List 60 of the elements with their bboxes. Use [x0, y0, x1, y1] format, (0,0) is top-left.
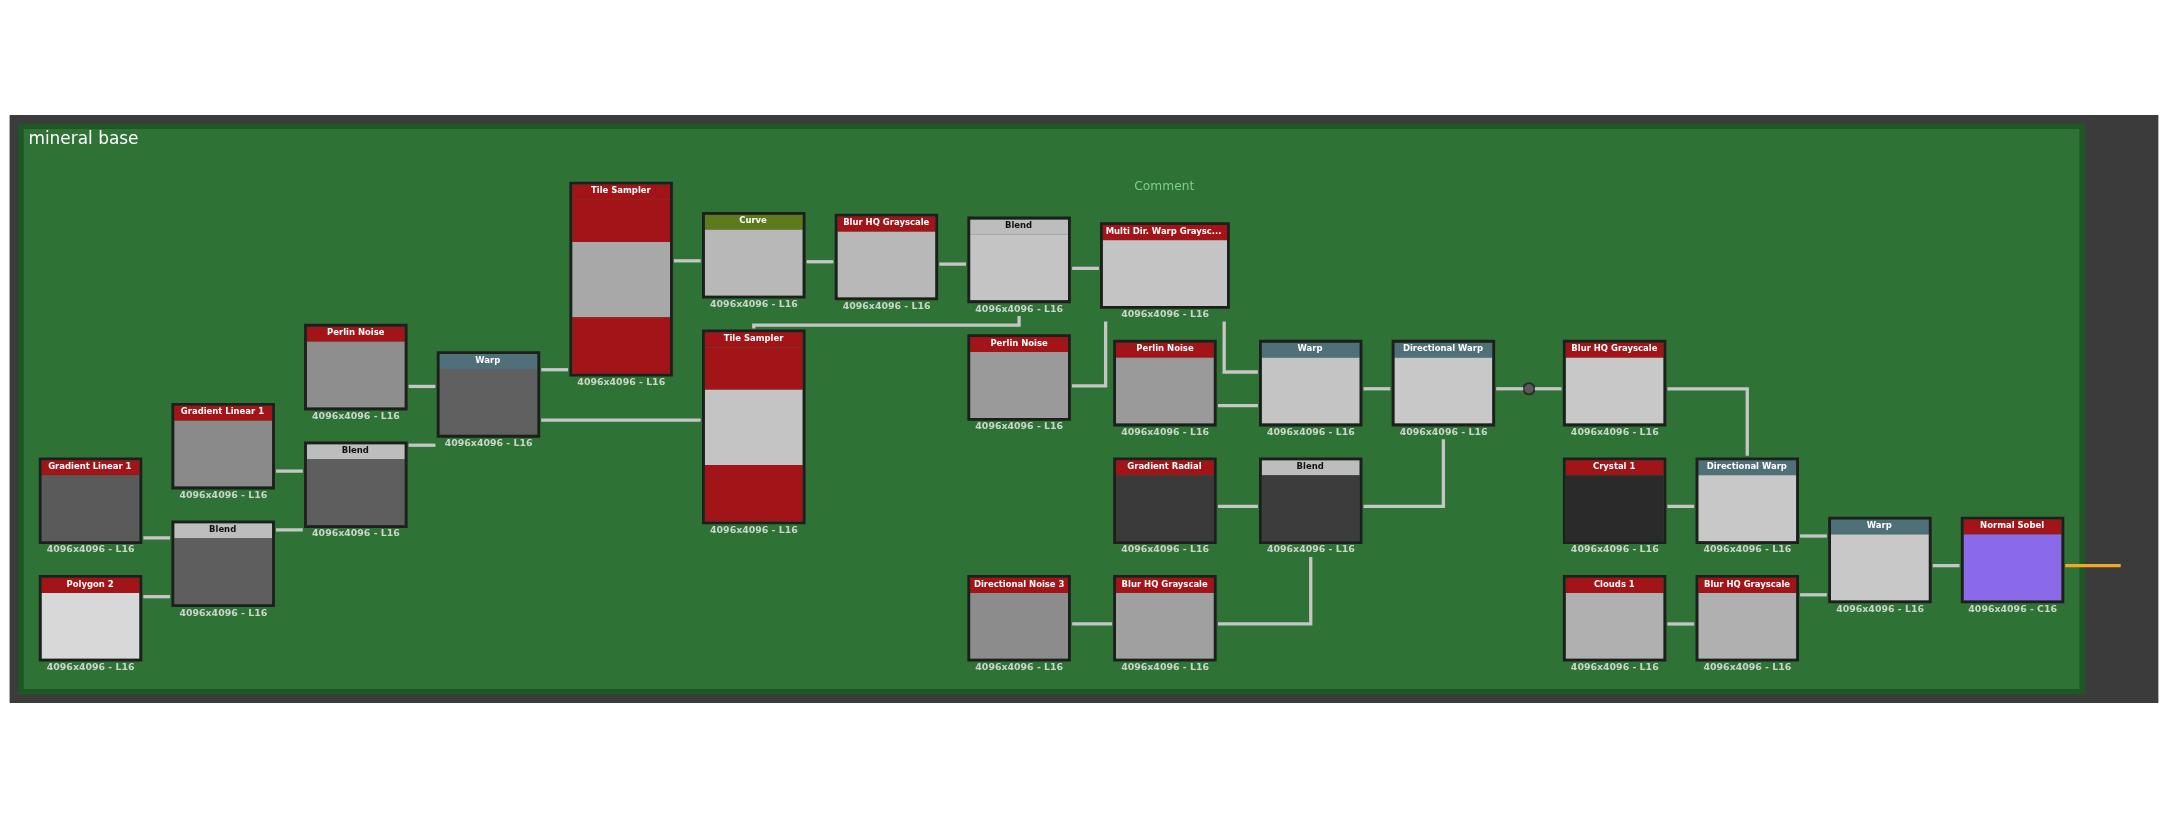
- node-label: 4096x4096 - L16: [1570, 661, 1659, 673]
- node-label: 4096x4096 - L16: [1266, 425, 1355, 437]
- connector: [1496, 387, 1524, 391]
- connector: [1667, 504, 1695, 508]
- node-label: 4096x4096 - L16: [46, 661, 135, 673]
- connector: [1072, 622, 1113, 626]
- node-label: 4096x4096 - L16: [1703, 661, 1792, 673]
- connector: [408, 384, 436, 389]
- connector: [1534, 387, 1562, 391]
- node-label: 4096x4096 - L16: [1570, 543, 1659, 555]
- node-label: 4096x4096 - L16: [1399, 425, 1488, 437]
- connector: [1363, 387, 1391, 391]
- connector: [276, 528, 303, 532]
- connector: [1072, 266, 1099, 270]
- node-label: 4096x4096 - L16: [975, 302, 1064, 314]
- node-label: 4096x4096 - L16: [312, 409, 400, 421]
- connector: [276, 469, 303, 473]
- connector: [673, 259, 701, 263]
- node-label: 4096x4096 - L16: [1121, 543, 1209, 555]
- connector: [1667, 622, 1695, 626]
- connector: [1071, 321, 1108, 388]
- node-label: 4096x4096 - L16: [842, 299, 931, 311]
- node-label: 4096x4096 - L16: [710, 523, 798, 535]
- connector: [1217, 504, 1258, 508]
- node-label: 4096x4096 - L16: [1266, 543, 1355, 555]
- node-circle: [1522, 382, 1536, 396]
- connector: [541, 368, 569, 372]
- connector: [408, 443, 436, 447]
- node-label: 4096x4096 - L16: [577, 376, 666, 388]
- connector: [2065, 564, 2121, 568]
- connector: [143, 595, 171, 599]
- node-label: 4096x4096 - L16: [1703, 543, 1792, 555]
- node-label: 4096x4096 - L16: [444, 437, 533, 449]
- node-label: 4096x4096 - L16: [312, 527, 400, 539]
- node-label: 4096x4096 - L16: [1121, 308, 1209, 320]
- connector: [939, 262, 966, 266]
- connector: [1217, 403, 1258, 408]
- connector: [1363, 439, 1446, 508]
- connector: [1932, 564, 1960, 568]
- connector: [752, 316, 1021, 329]
- node-label: 4096x4096 - L16: [1570, 425, 1659, 437]
- node-label: 4096x4096 - L16: [1121, 661, 1209, 673]
- connector: [806, 260, 834, 264]
- node-label: 4096x4096 - C16: [1968, 602, 2058, 614]
- connector: [541, 418, 701, 422]
- connector: [143, 536, 171, 540]
- node-label: 4096x4096 - L16: [1836, 602, 1924, 614]
- node-label: 4096x4096 - L16: [710, 297, 798, 309]
- node-label: 4096x4096 - L16: [179, 488, 268, 500]
- node-label: 4096x4096 - L16: [179, 606, 268, 618]
- node-label: 4096x4096 - L16: [1121, 425, 1209, 437]
- connector: [1667, 387, 1749, 456]
- connector: [1800, 593, 1827, 597]
- node-label: 4096x4096 - L16: [46, 543, 135, 555]
- connector: [1217, 556, 1313, 626]
- connector: [1800, 534, 1827, 538]
- label: Comment: [1134, 178, 1195, 193]
- node-label: 4096x4096 - L16: [975, 661, 1064, 673]
- connector: [1222, 321, 1258, 374]
- node-label: 4096x4096 - L16: [975, 420, 1064, 432]
